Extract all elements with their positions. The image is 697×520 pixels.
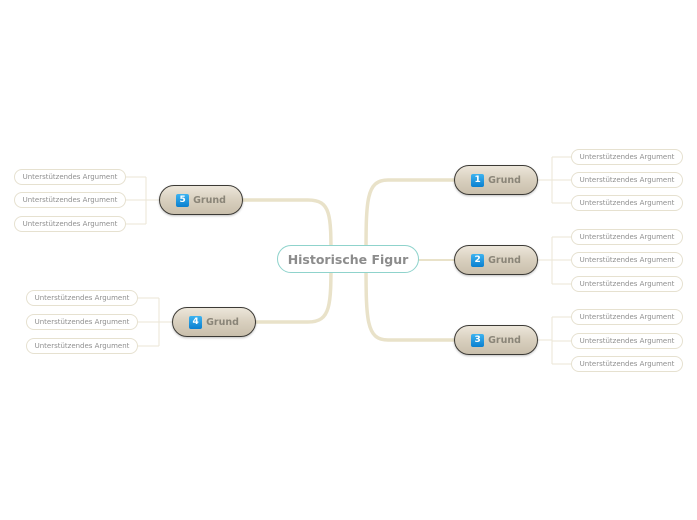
argument-3-3[interactable]: Unterstützendes Argument [571, 356, 683, 372]
argument-2-3[interactable]: Unterstützendes Argument [571, 276, 683, 292]
argument-4-1[interactable]: Unterstützendes Argument [26, 290, 138, 306]
argument-5-3[interactable]: Unterstützendes Argument [14, 216, 126, 232]
topic-grund-1[interactable]: 1 Grund [454, 165, 538, 195]
connector-central-to-grund-5 [241, 198, 333, 261]
connector-central-to-grund-1 [364, 178, 456, 261]
number-1-icon: 1 [471, 173, 485, 187]
argument-2-1[interactable]: Unterstützendes Argument [571, 229, 683, 245]
number-4-icon: 4 [189, 315, 203, 329]
argument-2-2[interactable]: Unterstützendes Argument [571, 252, 683, 268]
argument-1-1[interactable]: Unterstützendes Argument [571, 149, 683, 165]
connector-central-to-grund-4 [254, 257, 333, 324]
topic-label: Grund [488, 254, 521, 266]
number-3-icon: 3 [471, 333, 485, 347]
argument-1-3[interactable]: Unterstützendes Argument [571, 195, 683, 211]
topic-label: Grund [193, 194, 226, 206]
argument-5-1[interactable]: Unterstützendes Argument [14, 169, 126, 185]
connector-central-to-grund-3 [364, 257, 456, 342]
argument-3-1[interactable]: Unterstützendes Argument [571, 309, 683, 325]
topic-grund-2[interactable]: 2 Grund [454, 245, 538, 275]
topic-label: Grund [488, 334, 521, 346]
argument-4-2[interactable]: Unterstützendes Argument [26, 314, 138, 330]
central-topic-label: Historische Figur [287, 251, 409, 267]
number-2-icon: 2 [471, 253, 485, 267]
argument-1-2[interactable]: Unterstützendes Argument [571, 172, 683, 188]
topic-grund-5[interactable]: 5 Grund [159, 185, 243, 215]
topic-label: Grund [206, 316, 239, 328]
central-topic[interactable]: Historische Figur [277, 245, 419, 273]
topic-grund-4[interactable]: 4 Grund [172, 307, 256, 337]
argument-5-2[interactable]: Unterstützendes Argument [14, 192, 126, 208]
argument-4-3[interactable]: Unterstützendes Argument [26, 338, 138, 354]
argument-3-2[interactable]: Unterstützendes Argument [571, 333, 683, 349]
topic-label: Grund [488, 174, 521, 186]
topic-grund-3[interactable]: 3 Grund [454, 325, 538, 355]
number-5-icon: 5 [176, 193, 190, 207]
